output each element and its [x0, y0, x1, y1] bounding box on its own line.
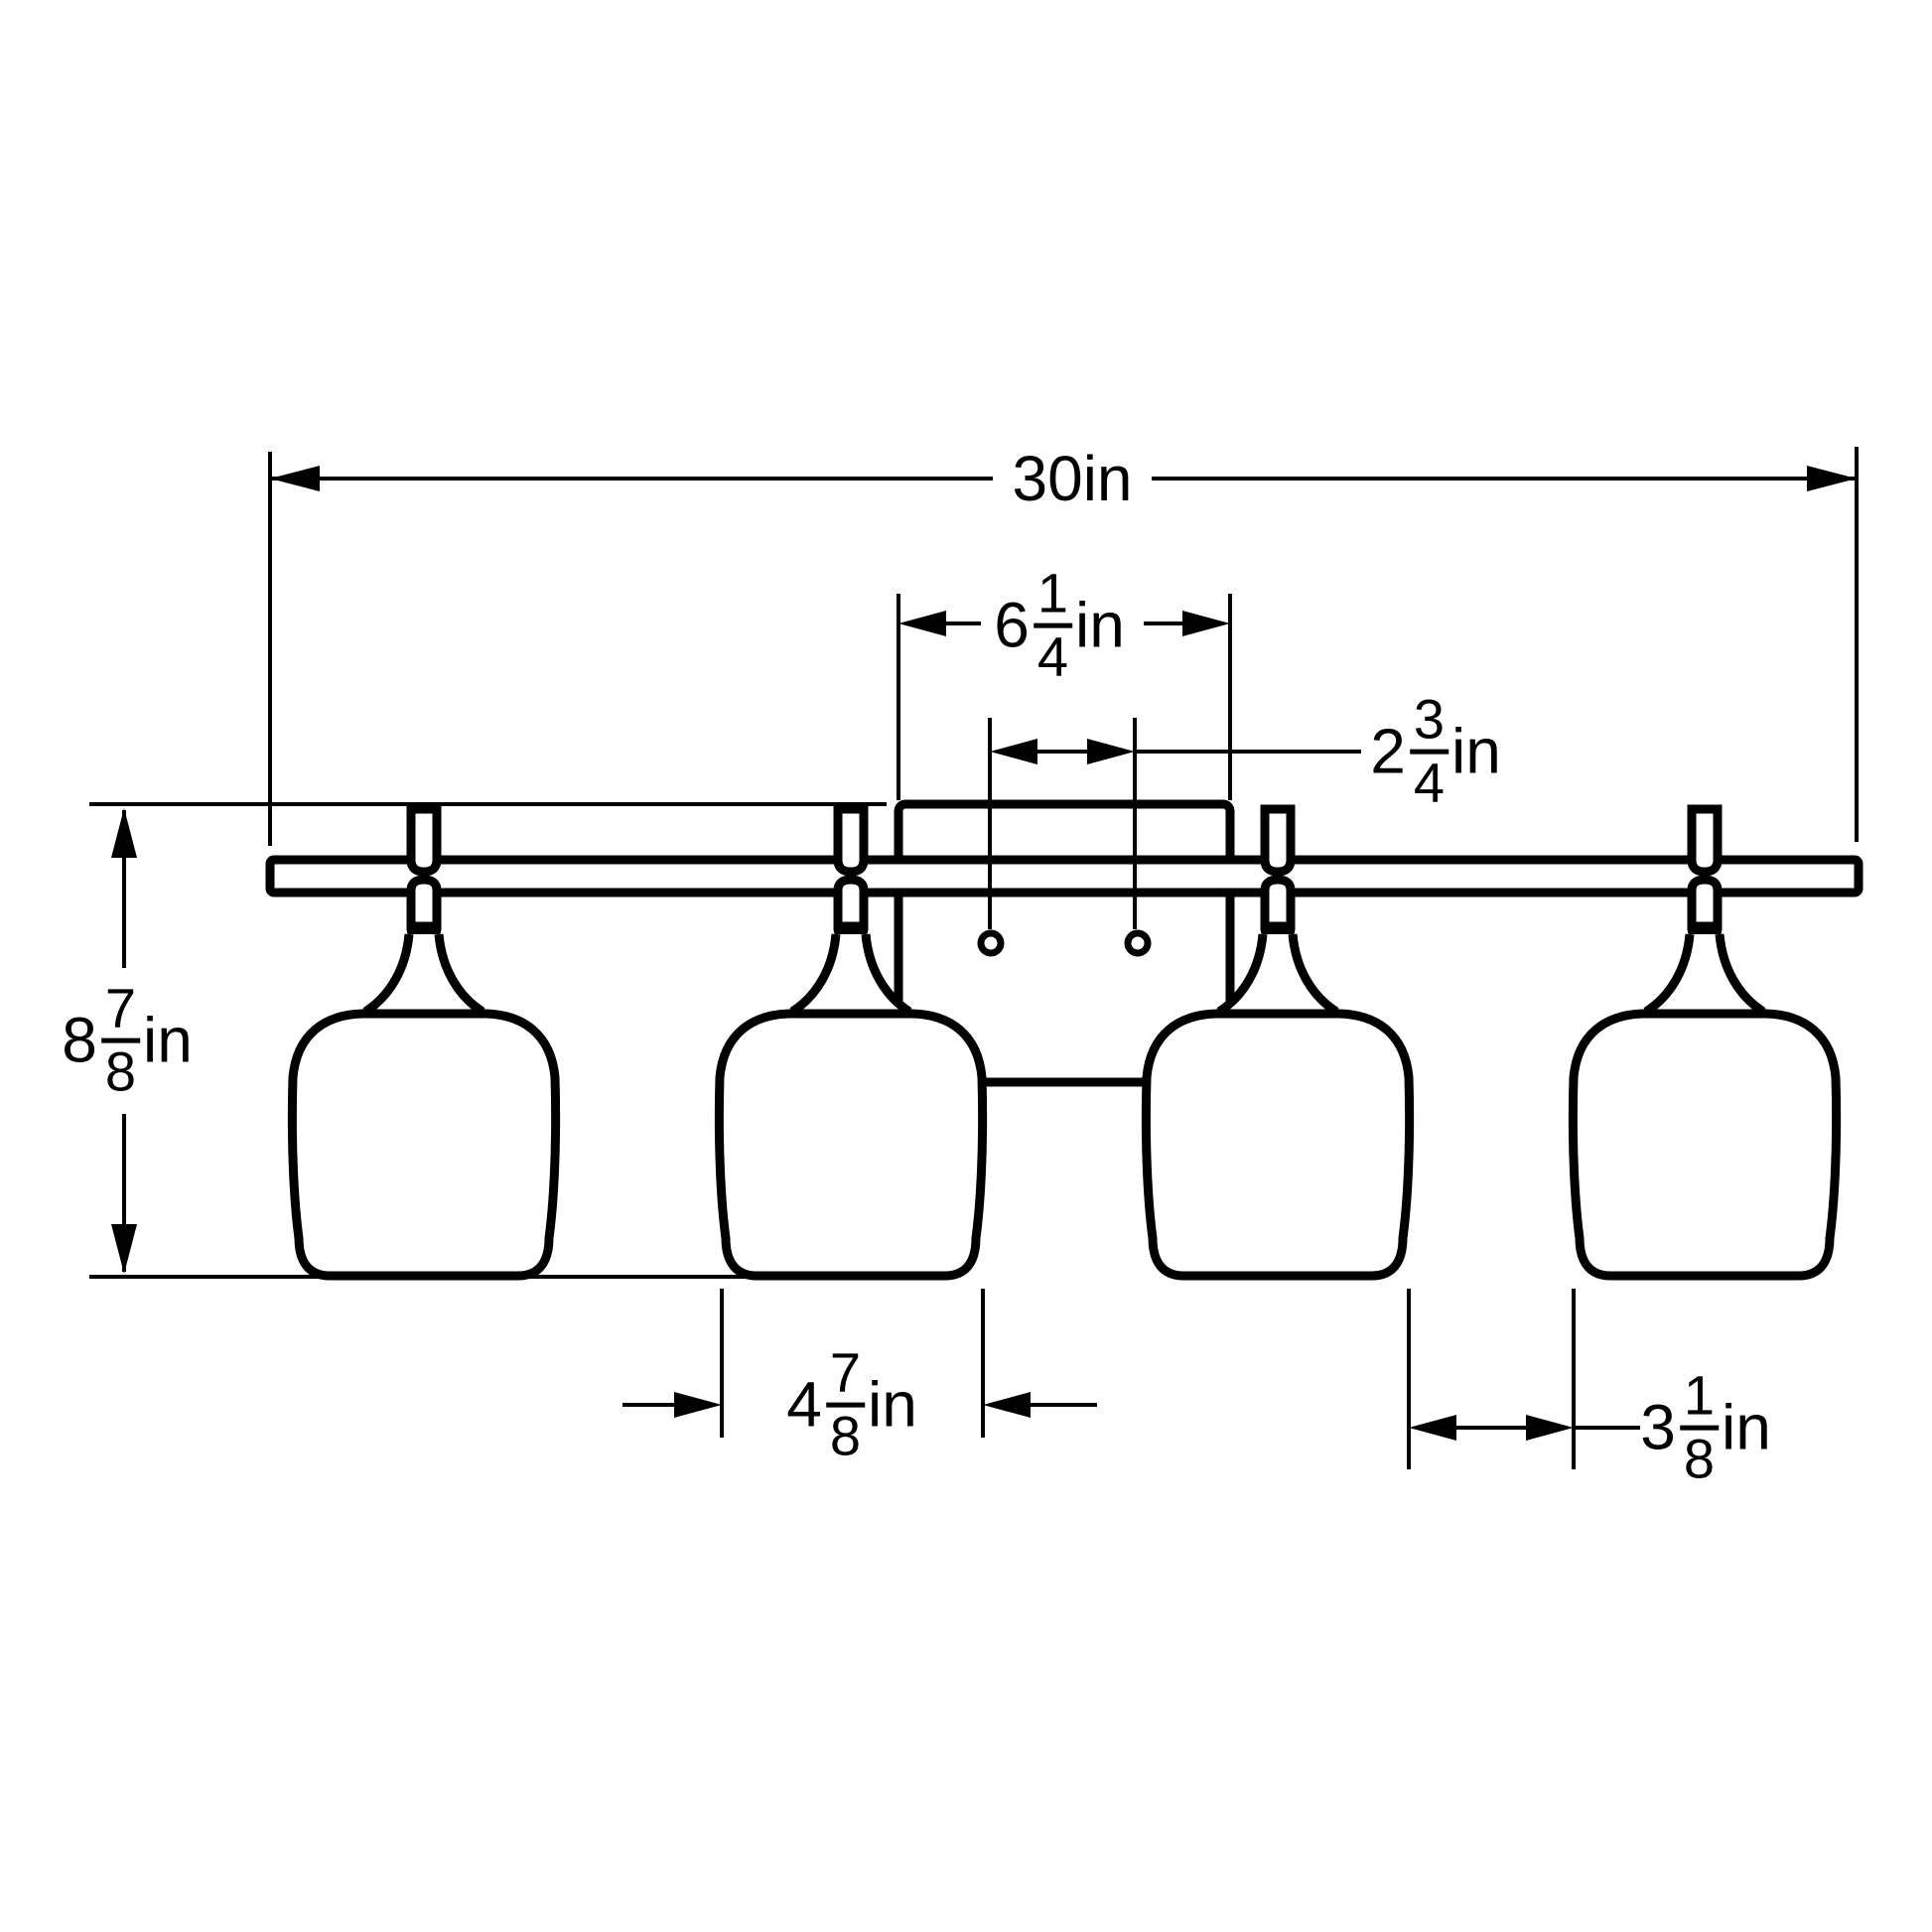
fraction: 3 4: [1409, 691, 1449, 811]
dim-backplate-width-lines: [897, 594, 1232, 800]
mounting-hole-right: [1124, 929, 1152, 957]
dim-shade-width-lines: [622, 1289, 1097, 1438]
dim-shade-gap-label: 3 1 8 in: [1640, 1363, 1771, 1490]
dim-hole-spacing-label: 2 3 4 in: [1370, 687, 1501, 814]
dim-shade-gap-lines: [1407, 1289, 1640, 1469]
dim-overall-width-value: 30: [1012, 443, 1083, 514]
fraction: 1 4: [1033, 565, 1072, 685]
dim-overall-width-lines: [268, 447, 1859, 846]
dim-backplate-width-label: 6 1 4 in: [994, 561, 1125, 688]
fraction: 7 8: [100, 980, 140, 1100]
mounting-hole-left: [977, 929, 1005, 957]
dim-shade-width-label: 4 7 8 in: [786, 1340, 917, 1467]
fraction: 1 8: [1679, 1367, 1719, 1487]
dim-hole-spacing-lines: [988, 718, 1361, 929]
dim-overall-height-label: 8 7 8 in: [62, 976, 193, 1103]
fraction: 7 8: [825, 1344, 865, 1464]
light-bar: [265, 855, 1863, 897]
dim-overall-height-lines: [89, 802, 887, 1279]
